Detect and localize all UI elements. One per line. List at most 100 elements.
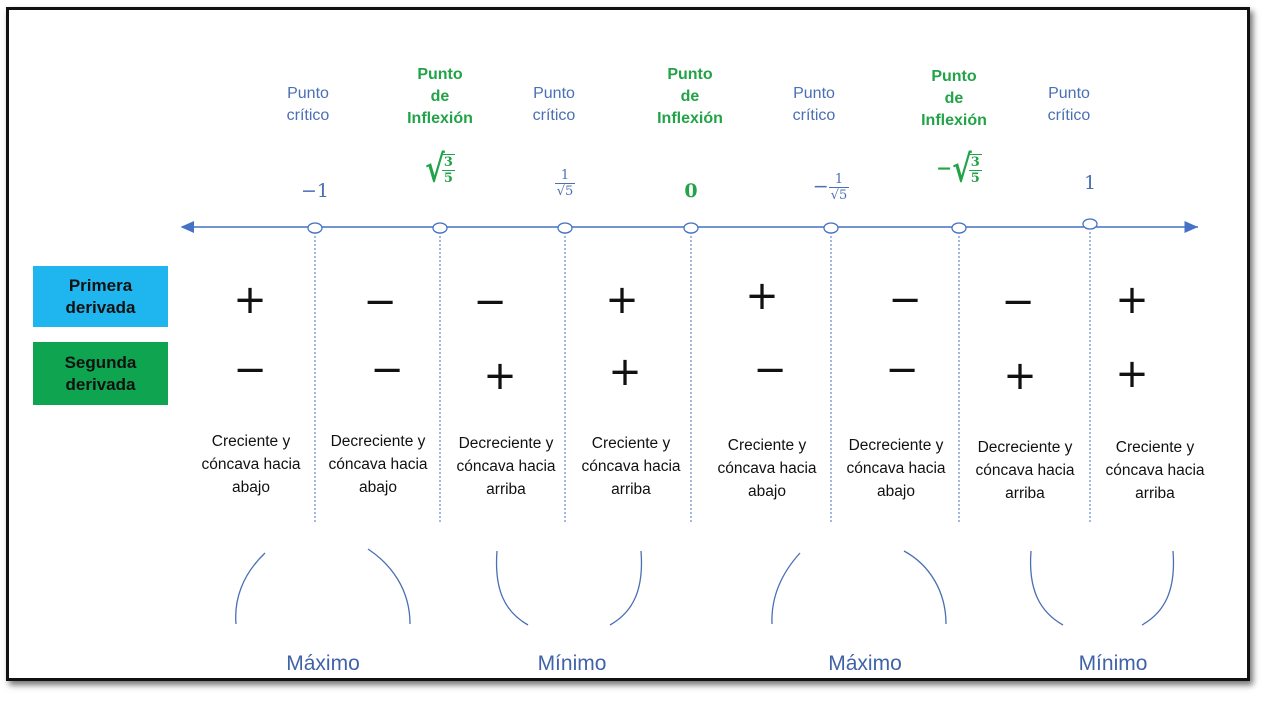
minus-sign: − (936, 157, 953, 180)
header-line: Punto (667, 66, 713, 83)
fraction-numerator: 3 (441, 154, 455, 171)
integer-value: 1 (316, 180, 329, 202)
description-line: Creciente y (591, 435, 671, 452)
description-line: arriba (1005, 485, 1045, 502)
minus-sign-first-7: − (1001, 279, 1035, 325)
min-left-arc (495, 550, 529, 626)
interval-description-3: Decreciente y cóncava hacia arriba (445, 432, 567, 501)
description-line: abajo (877, 483, 915, 500)
fraction-denominator: √5 (830, 188, 848, 203)
minus-sign-second-6: − (885, 347, 919, 393)
extremum-label-maximo-2: Máximo (828, 652, 902, 675)
header-line: de (430, 88, 450, 105)
extremum-label-maximo-1: Máximo (286, 652, 360, 675)
plus-sign-second-4: + (608, 349, 642, 395)
description-line: abajo (232, 479, 270, 496)
header-line: crítico (532, 107, 576, 124)
description-line: cóncava hacia (201, 456, 301, 473)
fraction-numerator: 1 (828, 172, 850, 188)
description-line: Decreciente y (330, 433, 426, 450)
description-line: Decreciente y (977, 439, 1073, 456)
minus-sign-first-6: − (888, 277, 922, 323)
interval-dividers (314, 232, 1091, 522)
plus-sign-first-5: + (745, 273, 779, 319)
critical-point-header-3: Punto crítico (504, 83, 604, 127)
min-right-arc (609, 550, 643, 626)
minus-sign-first-3: − (473, 279, 507, 325)
description-line: arriba (1135, 485, 1175, 502)
minus-sign-second-2: − (370, 347, 404, 393)
description-line: arriba (486, 481, 526, 498)
first-derivative-label: Primera derivada (33, 266, 168, 327)
description-line: cóncava hacia (456, 458, 556, 475)
critical-point-header-1: Punto crítico (258, 83, 358, 127)
point-value-7: 1 (1030, 172, 1150, 194)
description-line: abajo (748, 483, 786, 500)
critical-point-header-7: Punto crítico (1019, 83, 1119, 127)
header-line: crítico (286, 107, 330, 124)
fraction-numerator: 3 (968, 154, 982, 171)
fraction-denominator: √5 (556, 184, 574, 199)
extrema-curves (235, 548, 1175, 626)
point-marker-6 (951, 222, 967, 234)
header-line: Punto (533, 85, 575, 102)
header-line: Punto (793, 85, 835, 102)
diagram-frame (6, 7, 1250, 681)
header-line: Punto (1048, 85, 1090, 102)
plus-sign-first-1: + (233, 277, 267, 323)
fraction-denominator: 5 (443, 170, 453, 186)
radical-sign: √ (952, 147, 972, 192)
second-derivative-label-line1: Segunda (64, 352, 137, 372)
header-line: Punto (931, 68, 977, 85)
point-marker-3 (557, 222, 573, 234)
header-line: crítico (792, 107, 836, 124)
header-line: Inflexión (657, 110, 723, 127)
integer-value: 1 (1083, 172, 1097, 194)
extremum-label-minimo-2: Mínimo (1078, 652, 1148, 675)
min2-left-arc (1029, 550, 1064, 626)
header-line: crítico (1047, 107, 1091, 124)
plus-sign-second-3: + (483, 353, 517, 399)
integer-value: 0 (684, 180, 698, 202)
description-line: cóncava hacia (975, 462, 1075, 479)
description-line: Decreciente y (848, 437, 944, 454)
point-marker-4 (683, 222, 699, 234)
header-line: Inflexión (921, 112, 987, 129)
minus-sign: − (812, 175, 829, 198)
point-value-5: −1√5 (771, 172, 891, 203)
max-left-arc (235, 552, 266, 625)
description-line: cóncava hacia (581, 458, 681, 475)
interval-description-7: Decreciente y cóncava hacia arriba (964, 436, 1086, 505)
second-derivative-label-line2: derivada (65, 374, 136, 394)
header-line: de (680, 88, 700, 105)
minus-sign-second-1: − (233, 347, 267, 393)
description-line: cóncava hacia (846, 460, 946, 477)
plus-sign-first-4: + (605, 277, 639, 323)
header-line: Punto (287, 85, 329, 102)
first-derivative-label-line2: derivada (65, 297, 136, 317)
minus-sign-second-5: − (753, 347, 787, 393)
max2-right-arc (903, 550, 947, 625)
point-marker-2 (432, 222, 448, 234)
description-line: cóncava hacia (1105, 462, 1205, 479)
point-value-4: 0 (631, 180, 751, 202)
description-line: Decreciente y (458, 435, 554, 452)
fraction-numerator: 1 (554, 168, 576, 184)
plus-sign-second-8: + (1115, 351, 1149, 397)
description-line: Creciente y (727, 437, 807, 454)
point-value-3: 1√5 (505, 168, 625, 199)
